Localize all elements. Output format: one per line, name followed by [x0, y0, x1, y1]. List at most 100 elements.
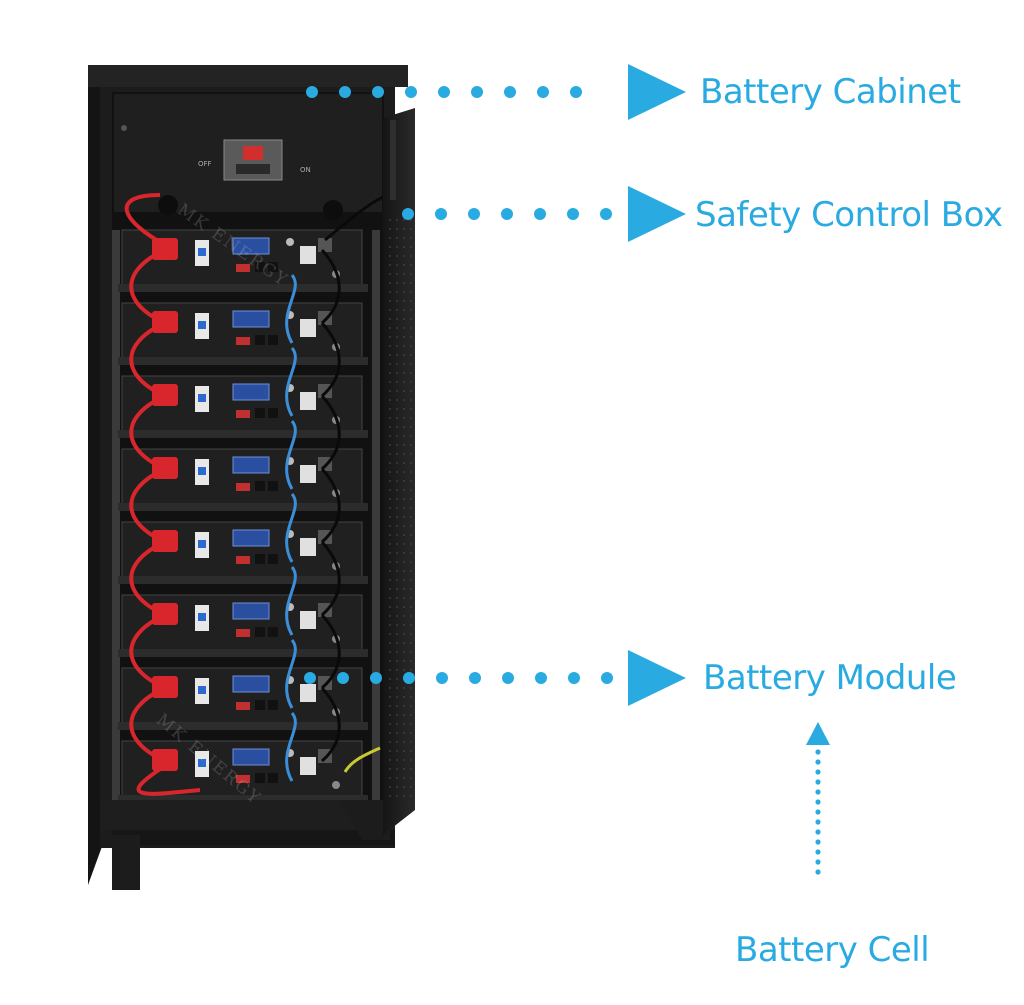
door-hole	[410, 579, 412, 581]
ground-wire	[343, 746, 381, 773]
comm-port	[255, 773, 265, 783]
door-hole	[396, 588, 398, 590]
leader-dot	[815, 829, 821, 835]
door-hole	[410, 264, 412, 266]
leader-dot	[567, 208, 579, 220]
door-hole	[410, 453, 412, 455]
door-hole	[403, 498, 405, 500]
door-hole	[403, 615, 405, 617]
door-hole	[389, 381, 391, 383]
cabinet-door	[383, 108, 415, 835]
door-hole	[396, 660, 398, 662]
door-hole	[403, 336, 405, 338]
door-hole	[410, 372, 412, 374]
door-hole	[389, 570, 391, 572]
door-hole	[389, 507, 391, 509]
door-hole	[403, 309, 405, 311]
lcd-screen	[232, 237, 270, 255]
door-hole	[410, 588, 412, 590]
door-hole	[389, 219, 391, 221]
brand-logo-icon	[300, 465, 316, 483]
door-hole	[410, 741, 412, 743]
battery-module	[118, 667, 368, 730]
door-hole	[403, 219, 405, 221]
leader-dot	[534, 208, 546, 220]
door-hole	[389, 525, 391, 527]
dip-switch	[236, 702, 250, 710]
door-hole	[403, 462, 405, 464]
battery-module	[118, 521, 368, 584]
blue-cable	[285, 639, 297, 709]
lcd-screen	[232, 383, 270, 401]
door-hole	[389, 768, 391, 770]
door-hole	[389, 408, 391, 410]
red-cable	[129, 321, 166, 398]
black-cable	[320, 394, 341, 471]
red-cable-main	[136, 764, 201, 796]
red-cable	[129, 467, 166, 544]
black-cable	[320, 248, 341, 325]
door-hole	[389, 300, 391, 302]
door-hole	[403, 687, 405, 689]
door-hole	[410, 615, 412, 617]
door-hole	[396, 750, 398, 752]
cable-gland-right	[323, 200, 343, 220]
leader-dot	[501, 208, 513, 220]
dip-switch	[236, 556, 250, 564]
door-hole	[403, 786, 405, 788]
door-hole	[403, 345, 405, 347]
dip-switch	[236, 264, 250, 272]
door-hole	[389, 795, 391, 797]
arrow-head-cell	[806, 722, 830, 745]
door-hole	[389, 453, 391, 455]
door-hole	[403, 273, 405, 275]
door-hole	[396, 561, 398, 563]
comm-port	[268, 408, 278, 418]
door-hole	[389, 777, 391, 779]
door-hole	[410, 489, 412, 491]
door-hole	[396, 651, 398, 653]
door-hole	[403, 228, 405, 230]
door-hole	[410, 705, 412, 707]
leader-dot	[815, 869, 821, 875]
door-hole	[396, 768, 398, 770]
door-hole	[410, 246, 412, 248]
module-bracket	[118, 576, 368, 584]
door-hole	[403, 552, 405, 554]
door-hole	[389, 273, 391, 275]
door-hole	[410, 597, 412, 599]
door-hole	[410, 669, 412, 671]
door-hole	[389, 264, 391, 266]
door-hole	[403, 417, 405, 419]
comm-port	[255, 627, 265, 637]
door-hole	[410, 435, 412, 437]
door-hole	[389, 291, 391, 293]
leader-dot	[337, 672, 349, 684]
door-hole	[403, 633, 405, 635]
door-hole	[403, 759, 405, 761]
door-hole	[410, 219, 412, 221]
battery-modules	[118, 229, 368, 803]
door-hole	[410, 300, 412, 302]
lcd-screen	[232, 675, 270, 693]
door-hole	[389, 561, 391, 563]
leader-dot	[535, 672, 547, 684]
battery-module	[118, 302, 368, 365]
door-hole	[396, 669, 398, 671]
breaker-toggle	[198, 467, 206, 475]
door-hole	[396, 516, 398, 518]
door-hole	[410, 336, 412, 338]
door-hole	[410, 777, 412, 779]
door-hole	[403, 363, 405, 365]
leader-dot	[435, 208, 447, 220]
comm-port	[255, 335, 265, 345]
leader-dot	[815, 819, 821, 825]
door-hole	[389, 372, 391, 374]
door-hole	[389, 327, 391, 329]
door-hole	[389, 363, 391, 365]
door-hole	[410, 786, 412, 788]
arrow-head-cabinet	[628, 64, 686, 120]
door-hole	[389, 588, 391, 590]
red-cable	[129, 540, 166, 617]
door-hole	[410, 651, 412, 653]
